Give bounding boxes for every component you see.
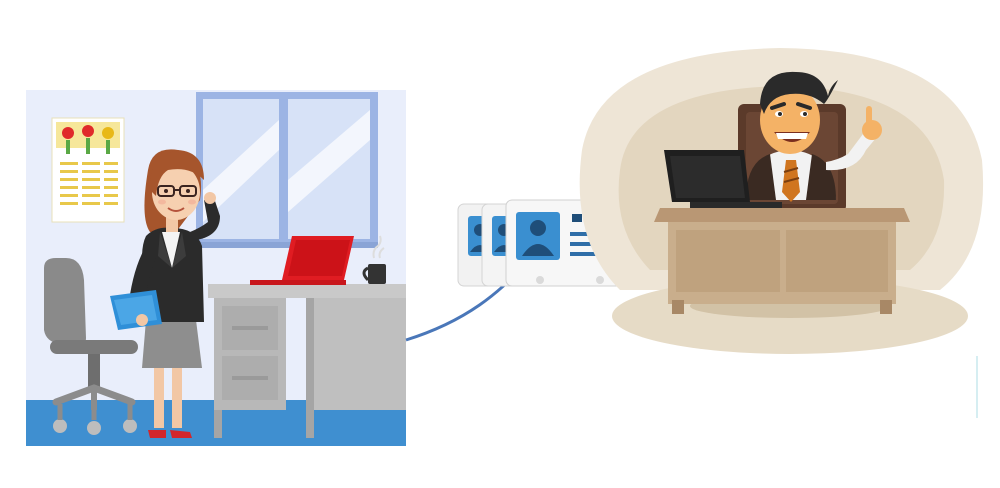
red-laptop	[250, 236, 354, 285]
black-laptop	[664, 150, 782, 208]
window	[196, 92, 378, 248]
glasses	[157, 185, 197, 197]
manager-desk	[579, 48, 984, 418]
edge-line	[976, 356, 978, 418]
woman-employee	[110, 149, 220, 438]
coffee-mug	[362, 235, 386, 284]
pointing-hand	[862, 106, 882, 140]
wooden-desk	[654, 208, 910, 314]
manager	[746, 71, 882, 202]
wall-poster	[51, 117, 125, 223]
office-room	[26, 90, 406, 446]
office-chair	[44, 258, 138, 435]
office-desk	[208, 284, 406, 438]
